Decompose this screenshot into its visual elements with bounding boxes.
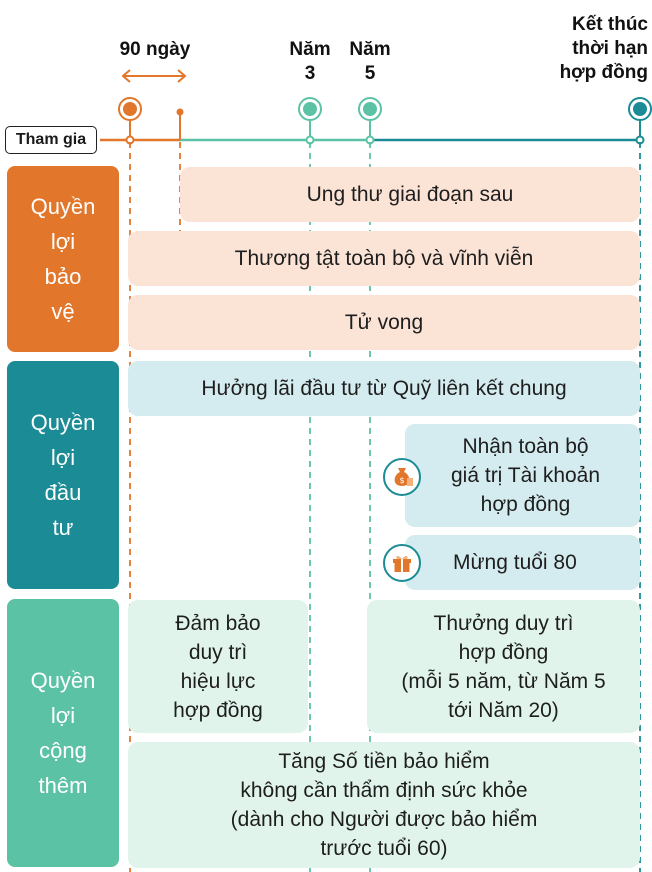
tpd-benefit: Thương tật toàn bộ và vĩnh viễn (128, 231, 640, 286)
death-benefit: Tử vong (128, 295, 640, 350)
waiting-period-arrow (121, 69, 187, 83)
age-80-benefit: Mừng tuổi 80 (405, 535, 640, 590)
additional-category: Quyền lợi cộng thêm (7, 599, 119, 867)
account-value-benefit: Nhận toàn bộ giá trị Tài khoản hợp đồng (405, 424, 640, 527)
year-5-label: Năm 5 (349, 39, 391, 84)
policy-guarantee-benefit: Đảm bảo duy trì hiệu lực hợp đồng (128, 600, 308, 733)
waiting-period-label: 90 ngày (119, 39, 191, 60)
svg-text:$: $ (399, 476, 404, 485)
end-marker (628, 97, 652, 145)
timeline (100, 97, 652, 145)
protection-category: Quyền lợi bảo vệ (7, 166, 119, 352)
account-value-label: Nhận toàn bộ giá trị Tài khoản hợp đồng (451, 435, 601, 516)
investment-category: Quyền lợi đầu tư (7, 361, 119, 589)
money-bag-icon: $ (383, 458, 421, 496)
contract-end-label: Kết thúc thời hạn hợp đồng (559, 14, 648, 83)
start-marker (118, 97, 142, 145)
day-90-marker (176, 108, 184, 140)
late-stage-cancer-benefit: Ung thư giai đoạn sau (180, 167, 640, 222)
year-5-marker (358, 97, 382, 145)
loyalty-bonus-benefit: Thưởng duy trì hợp đồng (mỗi 5 năm, từ N… (367, 600, 640, 733)
year-3-label: Năm 3 (289, 39, 331, 84)
start-label: Tham gia (5, 126, 97, 154)
age-80-label: Mừng tuổi 80 (453, 551, 577, 574)
year-3-marker (298, 97, 322, 145)
sum-assured-increase-benefit: Tăng Số tiền bảo hiểm không cần thẩm địn… (128, 742, 640, 868)
investment-interest-benefit: Hưởng lãi đầu tư từ Quỹ liên kết chung (128, 361, 640, 416)
gift-icon (383, 544, 421, 582)
